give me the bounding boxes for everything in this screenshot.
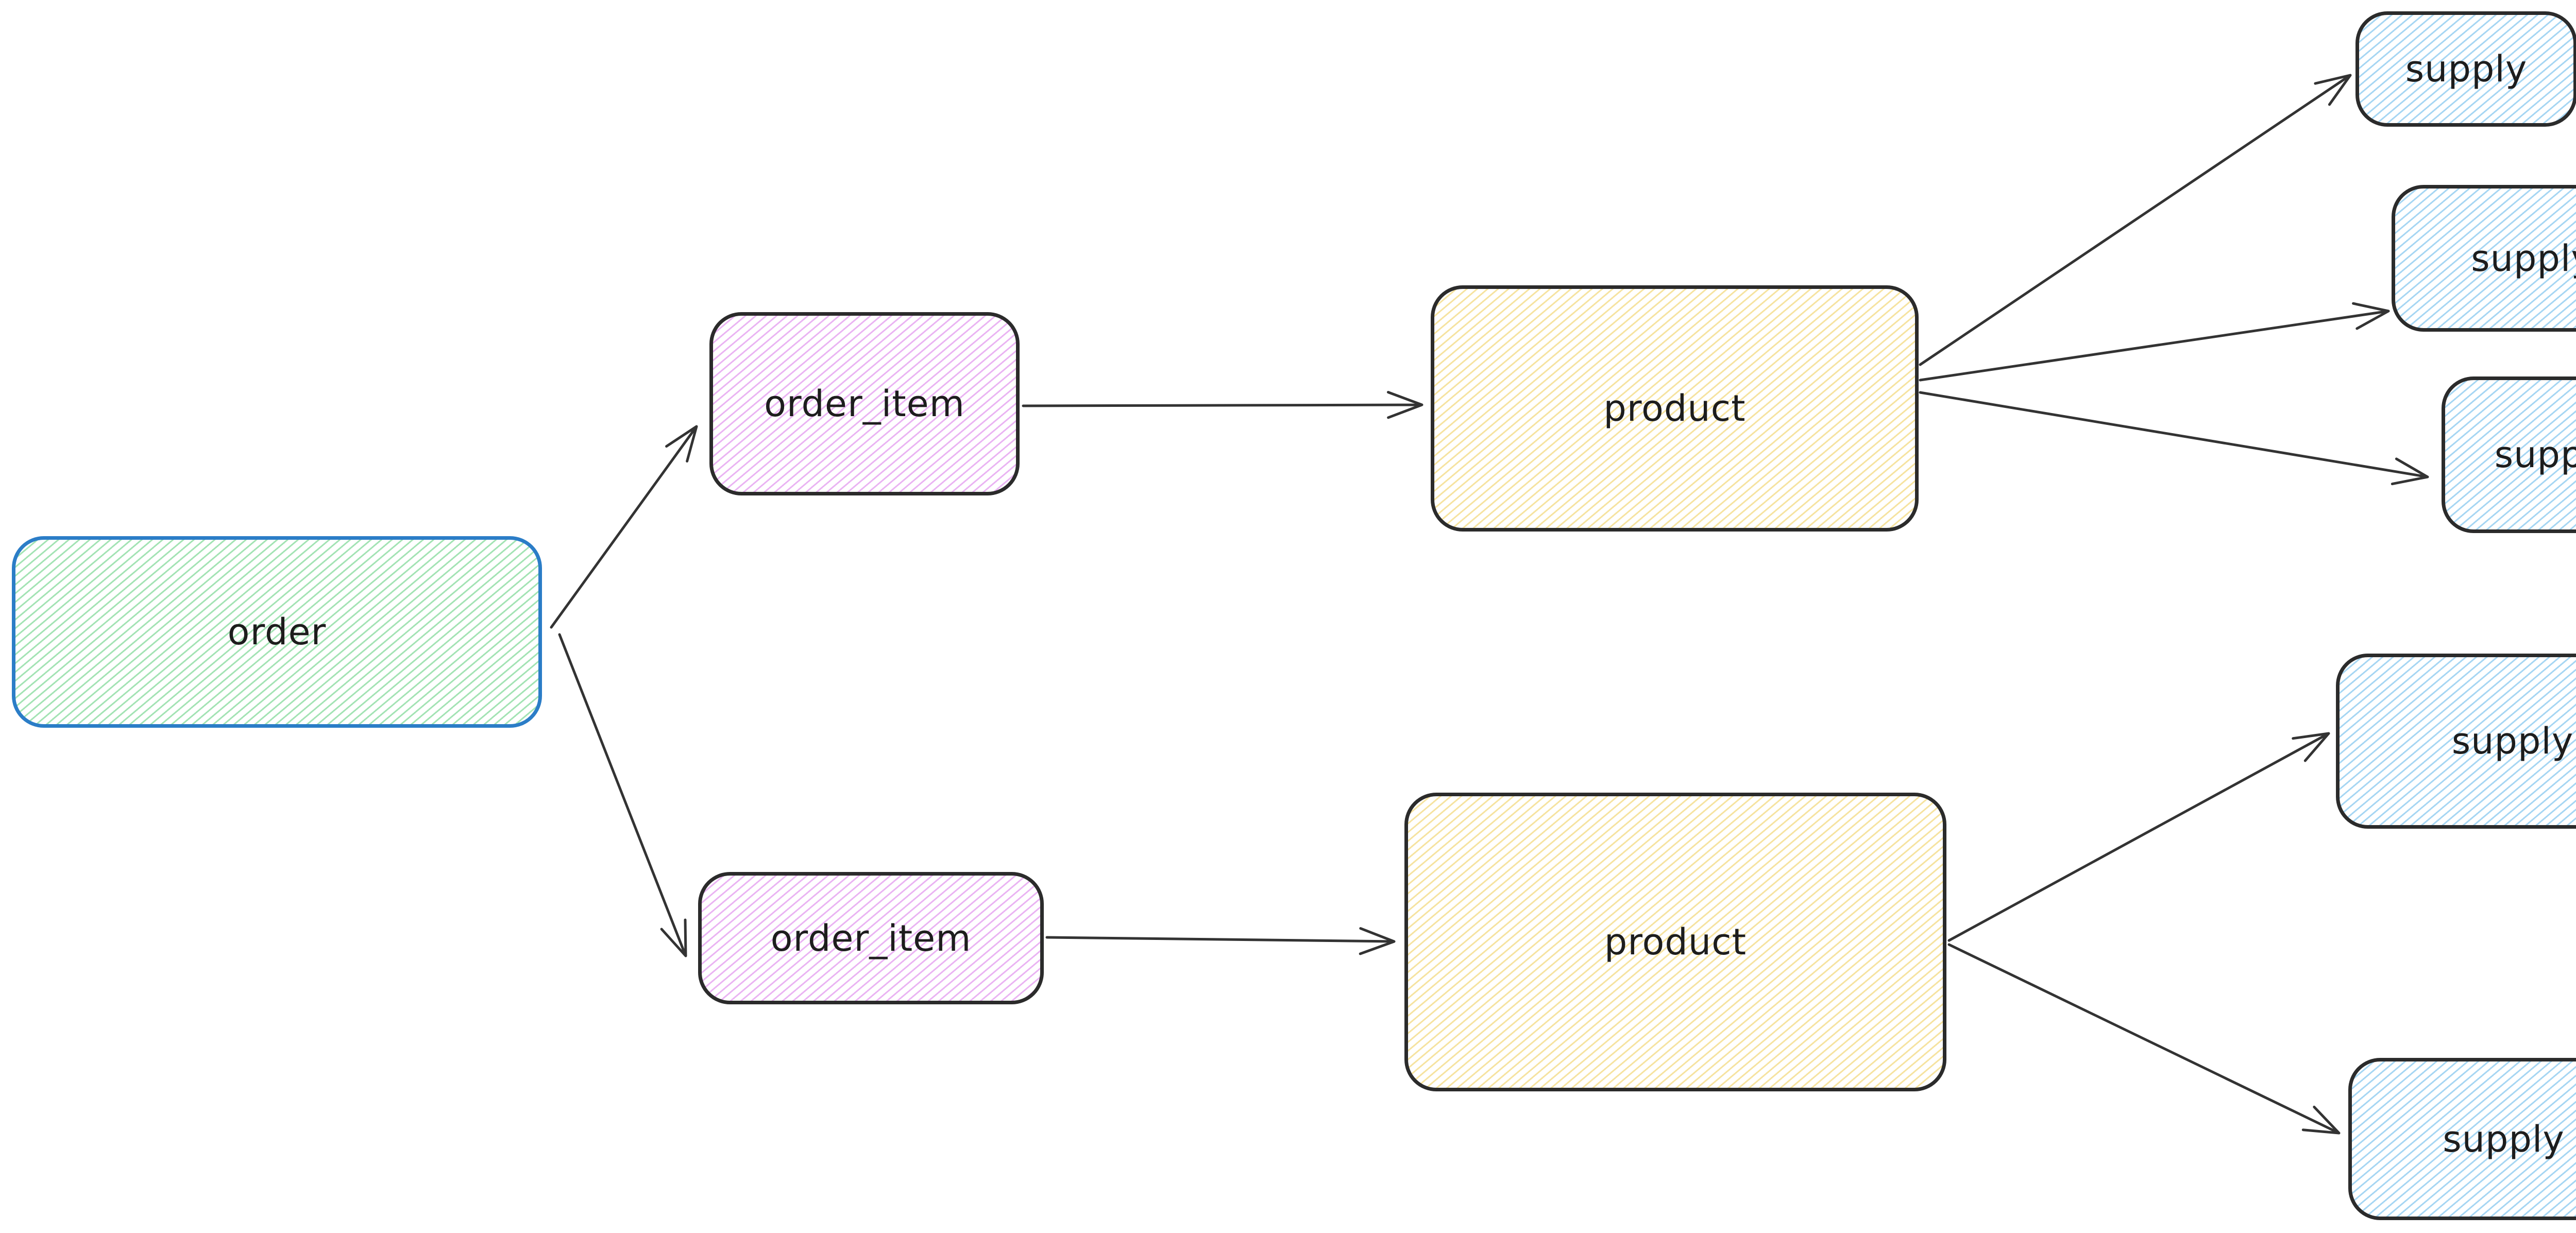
node-order[interactable]: order <box>12 536 542 728</box>
edge-product-1-to-supply-2[interactable] <box>1919 302 2390 382</box>
edge-product-1-to-supply-1[interactable] <box>1919 74 2352 366</box>
edge-order-to-order-item-2[interactable] <box>558 633 687 957</box>
node-label: supply <box>2443 1118 2565 1160</box>
edge-order-to-order-item-1[interactable] <box>550 425 698 629</box>
edge-product-2-to-supply-5[interactable] <box>1947 943 2341 1135</box>
node-label: product <box>1603 387 1746 430</box>
edge-order-item-2-to-product-2[interactable] <box>1045 927 1396 955</box>
node-label: order_item <box>770 917 972 960</box>
edge-product-1-to-supply-3[interactable] <box>1919 391 2429 486</box>
node-supply-5[interactable]: supply <box>2348 1058 2576 1220</box>
node-order-item-2[interactable]: order_item <box>698 872 1044 1004</box>
node-label: order_item <box>764 383 965 425</box>
node-label: supply <box>2405 48 2528 90</box>
node-label: order <box>227 611 327 653</box>
node-supply-1[interactable]: supply <box>2355 11 2576 127</box>
edge-order-item-1-to-product-1[interactable] <box>1022 391 1423 419</box>
node-supply-4[interactable]: supply <box>2336 654 2576 829</box>
node-label: product <box>1604 921 1747 963</box>
edge-product-2-to-supply-4[interactable] <box>1947 732 2330 942</box>
node-product-2[interactable]: product <box>1404 793 1946 1091</box>
node-product-1[interactable]: product <box>1431 285 1919 532</box>
node-order-item-1[interactable]: order_item <box>709 312 1020 495</box>
node-label: supply <box>2451 720 2574 762</box>
node-supply-3[interactable]: supply <box>2442 376 2576 533</box>
node-label: supply <box>2494 434 2576 476</box>
node-supply-2[interactable]: supply <box>2392 185 2576 332</box>
node-label: supply <box>2471 237 2576 280</box>
